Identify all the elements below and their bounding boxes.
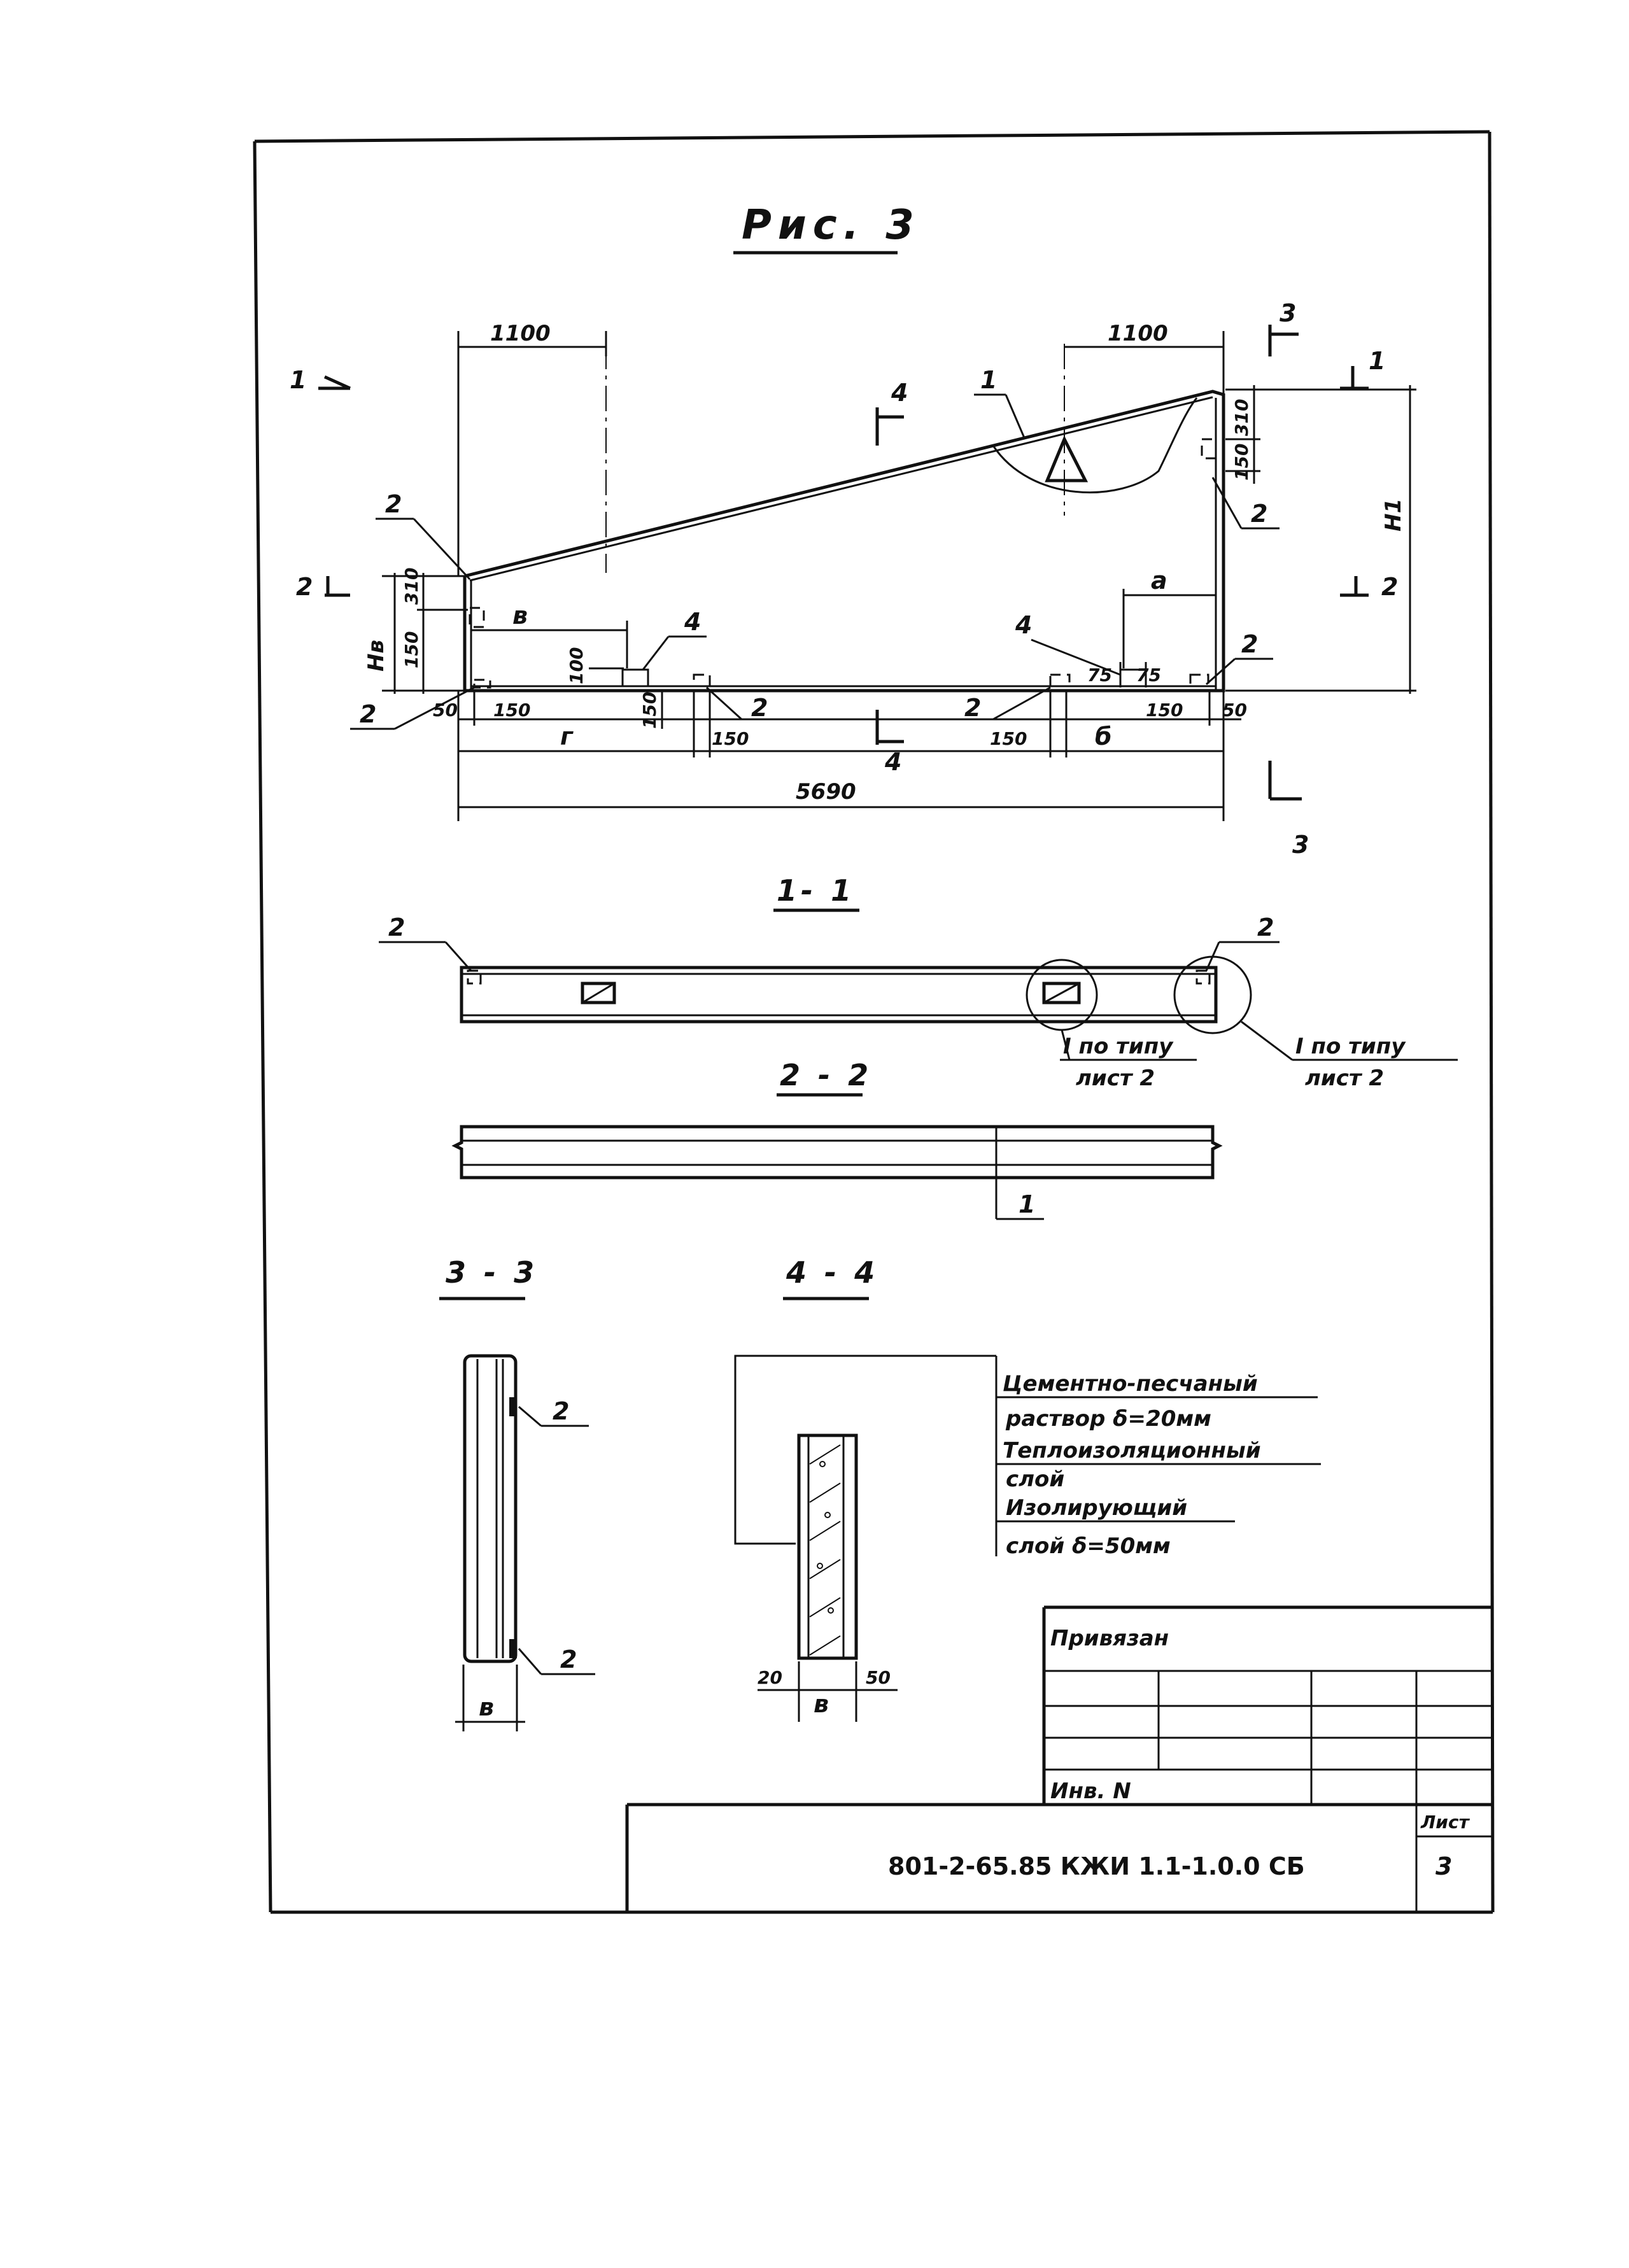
svg-text:3: 3 [1292, 831, 1309, 859]
svg-text:слой δ=50мм: слой δ=50мм [1006, 1533, 1171, 1559]
section-1-1: 1- 1 2 2 I по типу лист 2 I по типу лист… [379, 873, 1458, 1091]
figure-title: Рис. 3 [733, 202, 920, 255]
svg-text:1: 1 [1369, 347, 1385, 375]
svg-text:1: 1 [980, 366, 997, 394]
svg-text:I по типу: I по типу [1295, 1034, 1406, 1059]
svg-text:4: 4 [684, 608, 701, 636]
svg-text:75: 75 [1136, 665, 1161, 686]
svg-text:Изолирующий: Изолирующий [1006, 1495, 1187, 1521]
svg-text:150: 150 [1146, 700, 1183, 721]
svg-text:4 - 4: 4 - 4 [786, 1255, 878, 1290]
svg-text:2: 2 [1251, 500, 1267, 528]
svg-text:2: 2 [1257, 913, 1274, 941]
svg-text:2: 2 [964, 694, 981, 722]
svg-text:г: г [560, 722, 574, 750]
callouts: 1 2 2 2 2 2 2 4 4 [350, 366, 1280, 730]
svg-text:Привязан: Привязан [1050, 1626, 1169, 1651]
svg-text:150: 150 [712, 728, 749, 749]
section-4-4: 4 - 4 Цементно-песчаный раствор δ=20мм Т… [734, 1255, 1321, 1722]
svg-text:310: 310 [401, 568, 422, 605]
section-3-3: 3 - 3 2 2 в [439, 1255, 595, 1731]
svg-text:50: 50 [1222, 700, 1247, 721]
svg-text:2: 2 [560, 1645, 577, 1673]
svg-text:в: в [479, 1693, 494, 1721]
svg-text:в: в [814, 1690, 829, 1718]
svg-text:150: 150 [639, 692, 660, 729]
svg-text:2: 2 [360, 700, 376, 728]
opening-left [621, 668, 649, 687]
svg-text:3 - 3: 3 - 3 [446, 1255, 538, 1290]
title-block: Привязан Инв. N 801-2-65.85 КЖИ 1.1-1.0.… [625, 1605, 1493, 1912]
svg-text:310: 310 [1231, 399, 1252, 436]
svg-text:1: 1 [1019, 1190, 1035, 1218]
lifting-loop-icon [1045, 435, 1089, 482]
section-mark-4: 4 4 [875, 379, 908, 776]
svg-text:Н1: Н1 [1381, 498, 1406, 532]
svg-text:слой: слой [1006, 1467, 1064, 1492]
svg-text:3: 3 [1280, 299, 1296, 327]
svg-text:100: 100 [566, 647, 587, 684]
svg-text:б: б [1095, 722, 1112, 750]
svg-text:Инв. N: Инв. N [1050, 1778, 1131, 1804]
svg-text:Рис. 3: Рис. 3 [742, 202, 920, 249]
svg-text:раствор δ=20мм: раствор δ=20мм [1005, 1406, 1211, 1432]
svg-text:2 - 2: 2 - 2 [780, 1058, 872, 1092]
svg-text:1100: 1100 [1108, 321, 1168, 346]
svg-text:2: 2 [751, 694, 768, 722]
svg-text:I по типу: I по типу [1063, 1034, 1174, 1059]
svg-text:3: 3 [1435, 1852, 1452, 1880]
svg-text:4: 4 [884, 748, 901, 776]
svg-text:4: 4 [891, 379, 908, 407]
svg-text:150: 150 [990, 728, 1027, 749]
svg-text:2: 2 [553, 1397, 569, 1425]
svg-text:в: в [512, 602, 528, 630]
svg-text:лист 2: лист 2 [1076, 1066, 1155, 1091]
section-mark-2: 2 2 [296, 573, 1398, 601]
svg-text:150: 150 [401, 631, 422, 668]
svg-text:150: 150 [1231, 444, 1252, 481]
svg-text:150: 150 [493, 700, 530, 721]
svg-text:75: 75 [1087, 665, 1112, 686]
svg-text:Лист: Лист [1420, 1812, 1470, 1833]
panel-elevation: 1100 1100 Нв 310 150 Н1 310 150 в а [290, 299, 1416, 859]
svg-text:2: 2 [1241, 630, 1258, 658]
svg-text:4: 4 [1015, 611, 1032, 639]
svg-text:2: 2 [1381, 573, 1398, 601]
svg-text:Цементно-песчаный: Цементно-песчаный [1003, 1371, 1258, 1397]
svg-text:2: 2 [388, 913, 405, 941]
svg-text:5690: 5690 [796, 779, 856, 805]
svg-text:1100: 1100 [490, 321, 551, 346]
svg-text:Нв: Нв [363, 640, 389, 672]
svg-text:20: 20 [758, 1667, 782, 1688]
svg-text:Теплоизоляционный: Теплоизоляционный [1003, 1438, 1261, 1463]
section-mark-1: 1 1 [290, 347, 1385, 394]
svg-text:50: 50 [866, 1667, 891, 1688]
section-2-2: 2 - 2 1 [451, 1058, 1223, 1220]
svg-text:2: 2 [385, 490, 402, 518]
svg-text:2: 2 [296, 573, 313, 601]
svg-text:а: а [1151, 567, 1167, 595]
section-mark-3: 3 3 [1268, 299, 1309, 859]
svg-text:801-2-65.85 КЖИ 1.1-1.0.0 СБ: 801-2-65.85 КЖИ 1.1-1.0.0 СБ [888, 1852, 1305, 1880]
svg-text:1: 1 [290, 366, 306, 394]
svg-text:1- 1: 1- 1 [777, 873, 855, 908]
sheet-frame [253, 130, 1495, 1914]
svg-text:лист 2: лист 2 [1305, 1066, 1384, 1091]
